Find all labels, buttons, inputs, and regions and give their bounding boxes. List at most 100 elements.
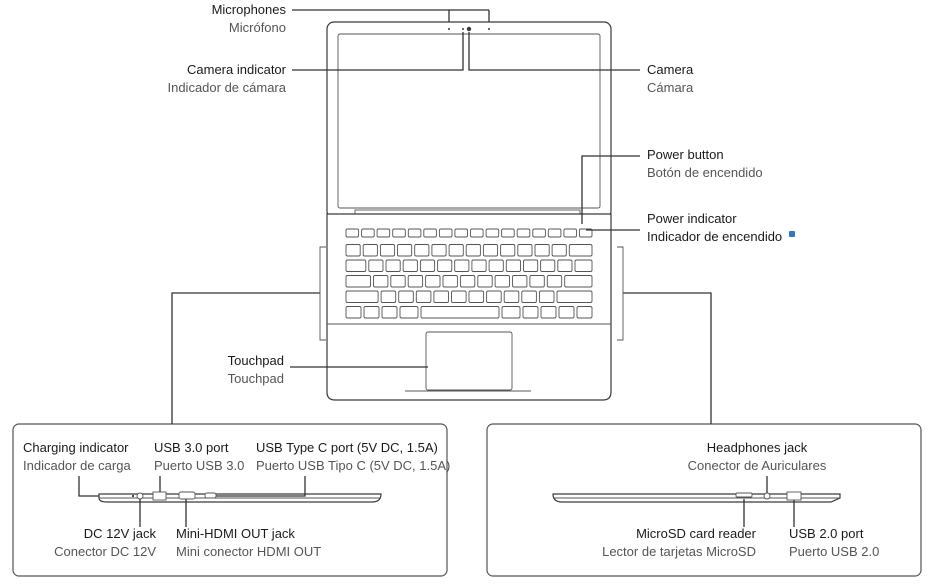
keyboard-key: [477, 275, 493, 288]
keyboard-key: [503, 290, 520, 303]
keyboard-key: [485, 228, 500, 238]
keyboard-key: [470, 228, 484, 238]
camera-lens: [466, 26, 472, 32]
keyboard-key: [376, 228, 391, 238]
usb3-port-shape: [152, 491, 167, 501]
keyboard-key: [529, 275, 545, 288]
keyboard-key: [522, 306, 539, 319]
mini-hdmi-port-shape: [178, 491, 196, 500]
keyboard-key: [398, 290, 414, 303]
keyboard-key: [345, 306, 362, 319]
camera-es: Cámara: [647, 80, 694, 95]
usb-c-leader: [216, 476, 306, 497]
keyboard-key: [551, 244, 567, 257]
dc-jack-port: [136, 492, 144, 500]
keyboard-key: [486, 290, 502, 303]
power-indicator-en: Power indicator: [647, 211, 737, 226]
left-side-marker: [319, 246, 326, 341]
charging-indicator-es: Indicador de carga: [23, 458, 131, 473]
keyboard-key: [425, 275, 441, 288]
keyboard-key: [407, 275, 424, 288]
keyboard-key: [534, 244, 550, 257]
usb2-port-shape: [786, 491, 802, 501]
keyboard-key: [574, 259, 593, 272]
usb3-port-en: USB 3.0 port: [154, 440, 229, 455]
power-indicator-label: Power indicator Indicador de encendido: [647, 210, 782, 246]
keyboard-key: [448, 244, 464, 257]
microsd-reader-en: MicroSD card reader: [636, 526, 756, 541]
keyboard-key: [516, 228, 531, 238]
microphones-leader: [292, 9, 450, 22]
mini-hdmi-en: Mini-HDMI OUT jack: [176, 526, 295, 541]
keyboard-key: [451, 290, 467, 303]
keyboard-key: [540, 306, 557, 319]
keyboard-key: [564, 275, 593, 288]
keyboard-key: [459, 275, 476, 288]
charging-indicator-en: Charging indicator: [23, 440, 129, 455]
keyboard-key: [556, 290, 593, 303]
keyboard-key: [500, 244, 516, 257]
microphones-en: Microphones: [211, 2, 286, 17]
charging-leader: [78, 476, 99, 497]
keyboard-key: [471, 259, 487, 272]
touchpad-label: Touchpad Touchpad: [160, 352, 284, 388]
keyboard-key: [402, 259, 418, 272]
keyboard-key: [442, 275, 458, 288]
keyboard-key: [568, 244, 593, 257]
keyboard-key: [517, 244, 533, 257]
camera-indicator-leader: [292, 32, 464, 71]
keyboard-key: [532, 228, 546, 238]
keyboard-key: [558, 306, 575, 319]
keyboard-key: [414, 244, 430, 257]
keyboard-key: [438, 228, 453, 238]
keyboard-key: [454, 259, 470, 272]
keyboard: [345, 228, 593, 319]
camera-indicator-label: Camera indicator Indicador de cámara: [120, 61, 286, 97]
keyboard-key: [381, 306, 398, 319]
microphone-right: [488, 28, 490, 30]
keyboard-key: [433, 290, 449, 303]
camera-label: Camera Cámara: [647, 61, 693, 97]
right-side-connector: [623, 292, 712, 424]
touchpad-es: Touchpad: [227, 371, 284, 386]
keyboard-key: [546, 275, 563, 288]
keyboard-key: [482, 244, 499, 257]
left-side-connector: [171, 292, 320, 424]
keyboard-key: [368, 259, 384, 272]
usb-c-port-label: USB Type C port (5V DC, 1.5A) Puerto USB…: [256, 439, 450, 475]
keyboard-key: [512, 275, 528, 288]
headphones-jack-label: Headphones jack Conector de Auriculares: [688, 439, 827, 475]
keyboard-key: [420, 306, 500, 319]
keyboard-key: [431, 244, 447, 257]
power-button-en: Power button: [647, 147, 724, 162]
power-button-label: Power button Botón de encendido: [647, 146, 763, 182]
microsd-reader-es: Lector de tarjetas MicroSD: [602, 544, 756, 559]
keyboard-key: [345, 275, 371, 288]
usb3-port-es: Puerto USB 3.0: [154, 458, 245, 473]
mini-hdmi-es: Mini conector HDMI OUT: [176, 544, 322, 559]
dc-jack-es: Conector DC 12V: [54, 544, 156, 559]
usb-c-port-es: Puerto USB Tipo C (5V DC, 1.5A): [256, 458, 451, 473]
power-button-es: Botón de encendido: [647, 165, 763, 180]
keyboard-key: [407, 228, 422, 238]
touchpad-en: Touchpad: [227, 353, 284, 368]
keyboard-key: [380, 290, 397, 303]
keyboard-key: [397, 244, 413, 257]
keyboard-key: [538, 290, 555, 303]
microphone-left: [448, 28, 450, 30]
headphones-jack-es: Conector de Auriculares: [687, 458, 827, 473]
power-button-leader: [581, 155, 640, 224]
power-indicator-es: Indicador de encendido: [647, 229, 783, 244]
charging-indicator-led: [131, 494, 135, 498]
keyboard-key: [488, 259, 504, 272]
keyboard-key: [345, 244, 361, 257]
keyboard-key: [385, 259, 401, 272]
usb-c-port-en: USB Type C port (5V DC, 1.5A): [256, 440, 438, 455]
keyboard-key: [363, 306, 380, 319]
camera-indicator-led: [462, 28, 464, 30]
headphone-port-shape: [763, 492, 771, 500]
usb2-port-en: USB 2.0 port: [789, 526, 864, 541]
dc-jack-label: DC 12V jack Conector DC 12V: [30, 525, 156, 561]
usb3-port-label: USB 3.0 port Puerto USB 3.0: [154, 439, 244, 475]
